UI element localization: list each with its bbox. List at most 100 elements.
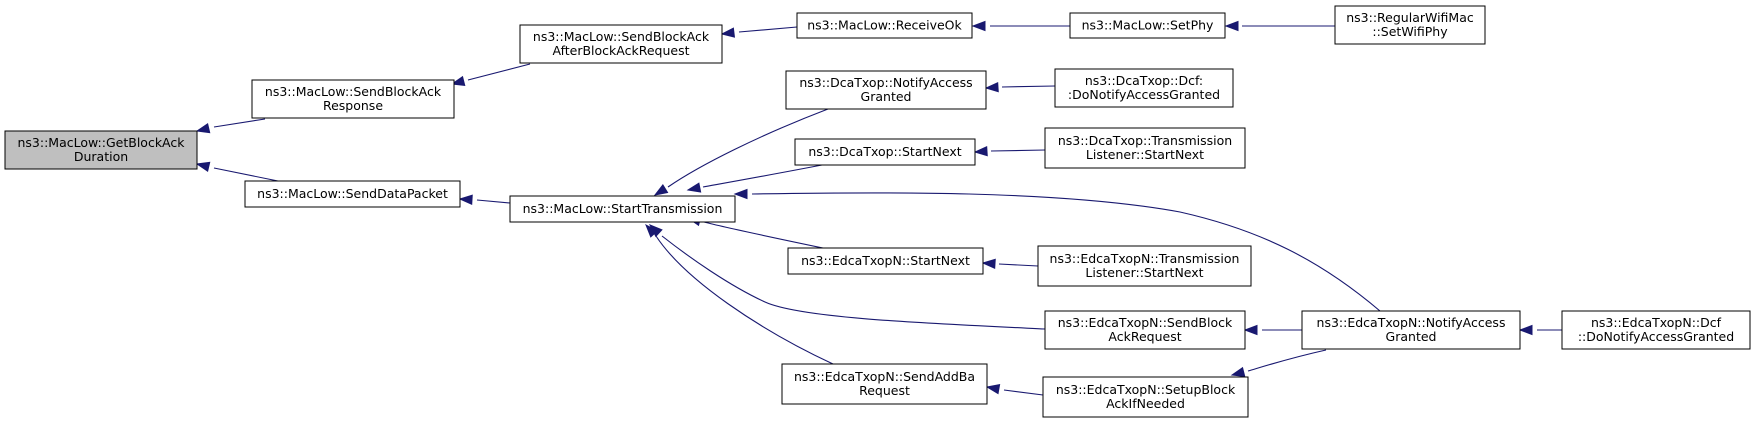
- node-setwifiphy[interactable]: ns3::RegularWifiMac::SetWifiPhy: [1334, 5, 1486, 45]
- edge-line: [738, 26, 798, 33]
- node-label-line: ns3::MacLow::GetBlockAck: [17, 135, 185, 150]
- node-senddatapacket[interactable]: ns3::MacLow::SendDataPacket: [244, 180, 461, 208]
- node-box: [1069, 12, 1226, 39]
- node-dcanotify[interactable]: ns3::DcaTxop::NotifyAccessGranted: [785, 70, 987, 110]
- node-box: [4, 130, 198, 170]
- edge-line: [703, 221, 824, 249]
- node-label-line: ns3::EdcaTxopN::SendAddBa: [794, 369, 975, 384]
- node-label-line: Request: [859, 383, 910, 398]
- arrowhead: [458, 194, 473, 205]
- node-box: [1037, 245, 1252, 287]
- node-box: [1301, 310, 1521, 350]
- node-label-line: :DoNotifyAccessGranted: [1068, 87, 1220, 102]
- node-label-line: Listener::StartNext: [1086, 147, 1204, 162]
- node-label-line: ns3::EdcaTxopN::SetupBlock: [1056, 382, 1236, 397]
- edge-dcastartnext-to-starttransmission: [686, 164, 823, 193]
- arrowhead: [733, 188, 748, 200]
- node-box: [1561, 310, 1751, 350]
- node-label-line: Granted: [1386, 329, 1437, 344]
- edge-edcadcfnotify-to-edcanotify: [1518, 324, 1562, 336]
- edge-edcanotify-to-edcasendblockack: [1243, 324, 1302, 336]
- arrowhead: [195, 123, 211, 134]
- edge-edcasetupblockack-to-edcasendaddba: [985, 384, 1044, 396]
- node-box: [1334, 5, 1486, 45]
- edge-line: [1001, 85, 1056, 88]
- node-box: [244, 180, 461, 208]
- edge-setphy-to-receiveok: [971, 20, 1070, 32]
- node-label-line: ns3::DcaTxop::StartNext: [808, 144, 961, 159]
- node-box: [796, 12, 973, 39]
- node-box: [1044, 310, 1246, 350]
- node-box: [785, 70, 987, 110]
- node-label-line: ns3::MacLow::SendDataPacket: [257, 186, 448, 201]
- edge-edcanotify-to-starttransmission: [733, 188, 1381, 312]
- node-box: [1042, 376, 1249, 418]
- node-label-line: Listener::StartNext: [1085, 265, 1203, 280]
- node-label-line: ns3::DcaTxop::Dcf:: [1085, 73, 1203, 88]
- node-edcatlstartnext[interactable]: ns3::EdcaTxopN::TransmissionListener::St…: [1037, 245, 1252, 287]
- node-dcfnotify[interactable]: ns3::DcaTxop::Dcf::DoNotifyAccessGranted: [1054, 68, 1234, 108]
- node-edcastartnext[interactable]: ns3::EdcaTxopN::StartNext: [787, 247, 984, 275]
- node-edcanotify[interactable]: ns3::EdcaTxopN::NotifyAccessGranted: [1301, 310, 1521, 350]
- edge-line: [998, 263, 1039, 267]
- edge-line: [213, 167, 279, 182]
- edge-line: [667, 108, 829, 188]
- call-graph-nodes: ns3::MacLow::GetBlockAckDurationns3::Mac…: [4, 5, 1751, 418]
- edge-edcanotify-to-edcasetupblockack: [1230, 349, 1327, 378]
- node-label-line: ns3::EdcaTxopN::StartNext: [801, 253, 970, 268]
- node-receiveok[interactable]: ns3::MacLow::ReceiveOk: [796, 12, 973, 39]
- node-label-line: ns3::MacLow::ReceiveOk: [807, 18, 962, 33]
- node-starttransmission[interactable]: ns3::MacLow::StartTransmission: [509, 195, 736, 223]
- edge-line: [213, 118, 266, 128]
- arrowhead: [450, 75, 466, 87]
- node-label-line: ns3::DcaTxop::NotifyAccess: [799, 75, 972, 90]
- edge-starttransmission-to-senddatapacket: [458, 194, 511, 205]
- node-dcatlstartnext[interactable]: ns3::DcaTxop::TransmissionListener::Star…: [1044, 127, 1246, 169]
- node-dcastartnext[interactable]: ns3::DcaTxop::StartNext: [794, 138, 976, 166]
- node-box: [519, 24, 723, 64]
- node-box: [251, 79, 455, 119]
- node-label-line: ns3::EdcaTxopN::SendBlock: [1058, 315, 1233, 330]
- edge-setwifiphy-to-setphy: [1224, 20, 1335, 32]
- edge-line: [1247, 349, 1327, 372]
- edge-receiveok-to-sendblockackafter: [720, 26, 798, 38]
- arrowhead: [985, 384, 1001, 395]
- node-label-line: ns3::MacLow::SendBlockAck: [533, 29, 710, 44]
- node-box: [781, 363, 988, 405]
- edge-sendblockackresponse-to-getblockack: [195, 118, 266, 134]
- node-label-line: ::DoNotifyAccessGranted: [1578, 329, 1734, 344]
- edge-line: [751, 192, 1381, 312]
- edge-line: [655, 235, 834, 365]
- arrowhead: [653, 184, 669, 196]
- edge-line: [476, 199, 511, 204]
- node-label-line: ns3::MacLow::StartTransmission: [523, 201, 723, 216]
- edge-line: [702, 164, 823, 188]
- node-label-line: ns3::MacLow::SendBlockAck: [265, 84, 442, 99]
- edge-sendblockackafter-to-sendblockackresponse: [450, 63, 531, 87]
- node-label-line: ns3::RegularWifiMac: [1346, 10, 1474, 25]
- node-label-line: AckIfNeeded: [1106, 396, 1185, 411]
- node-box: [1054, 68, 1234, 108]
- edge-line: [990, 149, 1046, 152]
- node-label-line: ns3::EdcaTxopN::NotifyAccess: [1317, 315, 1506, 330]
- edge-dcatlstartnext-to-dcastartnext: [973, 146, 1046, 157]
- node-setphy[interactable]: ns3::MacLow::SetPhy: [1069, 12, 1226, 39]
- edge-line: [467, 63, 531, 81]
- node-edcadcfnotify[interactable]: ns3::EdcaTxopN::Dcf::DoNotifyAccessGrant…: [1561, 310, 1751, 350]
- arrowhead: [645, 223, 659, 238]
- node-label-line: Granted: [861, 89, 912, 104]
- arrowhead: [1230, 366, 1246, 378]
- edge-line: [1003, 389, 1044, 396]
- node-sendblockackafter[interactable]: ns3::MacLow::SendBlockAckAfterBlockAckRe…: [519, 24, 723, 64]
- arrowhead: [1224, 20, 1239, 32]
- node-label-line: Response: [323, 98, 383, 113]
- node-label-line: Duration: [74, 149, 128, 164]
- arrowhead: [984, 82, 999, 93]
- edge-senddatapacket-to-getblockack: [195, 161, 279, 182]
